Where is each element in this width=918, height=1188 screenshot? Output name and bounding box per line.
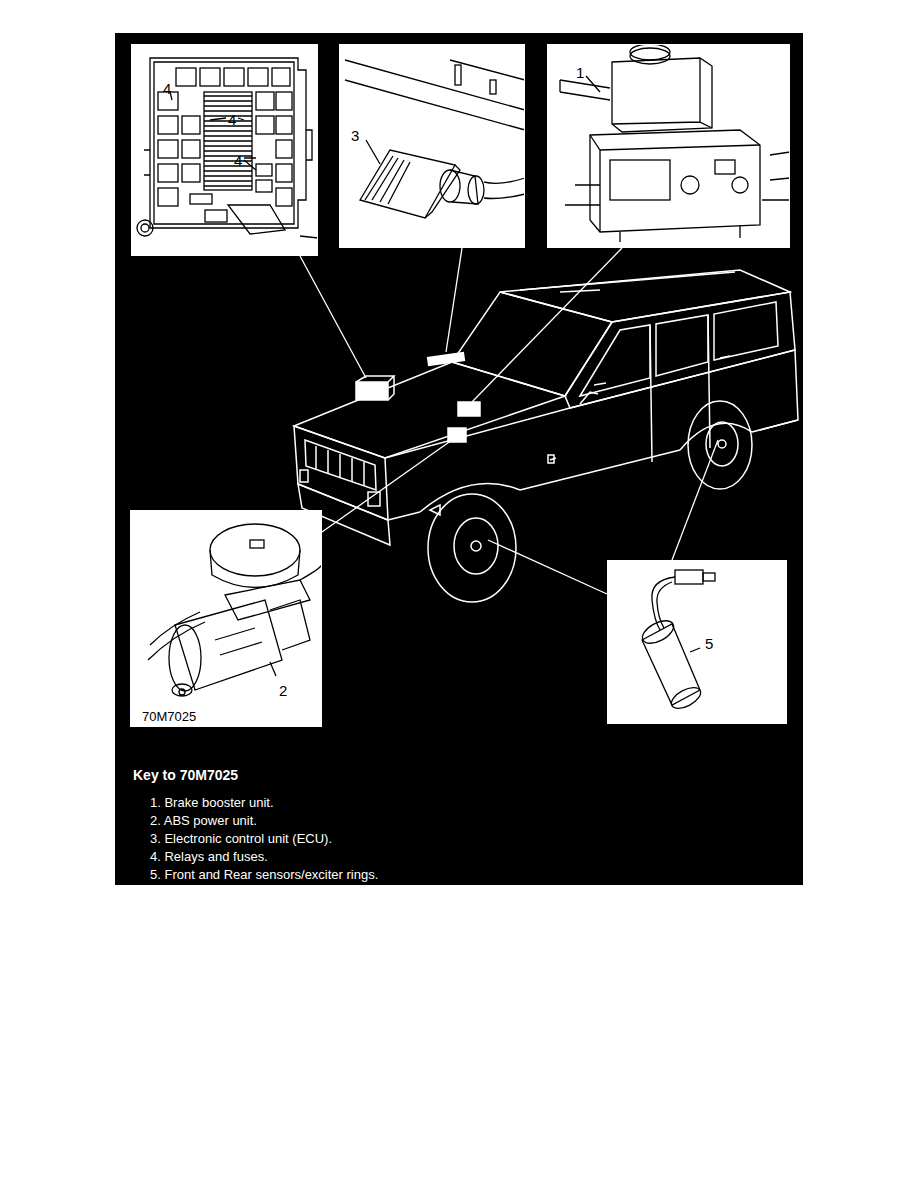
leader-lines [300, 248, 718, 594]
vehicle-drawing [294, 270, 798, 602]
callout-number: 4 [163, 80, 171, 97]
black-panel [115, 33, 803, 885]
figure-reference: 70M7025 [142, 709, 196, 724]
inset-panel: 4 4 4 [131, 44, 318, 256]
inset-panel: 1 [547, 44, 790, 248]
callout-number: 2 [279, 682, 287, 699]
key-item: 1. Brake booster unit. [150, 795, 274, 811]
fuse-box-drawing [137, 58, 318, 238]
sensor-drawing [639, 570, 715, 713]
callout-number: 1 [576, 64, 584, 81]
callout-number: 3 [351, 127, 359, 144]
key-item: 5. Front and Rear sensors/exciter rings. [150, 867, 378, 883]
key-item: 4. Relays and fuses. [150, 849, 268, 865]
callout-number: 4 [234, 152, 242, 169]
key-item: 2. ABS power unit. [150, 813, 257, 829]
abs-unit-drawing [148, 524, 322, 696]
inset-panel: 3 [339, 44, 525, 248]
key-item: 3. Electronic control unit (ECU). [150, 831, 332, 847]
key-heading: Key to 70M7025 [133, 767, 238, 784]
booster-drawing [560, 44, 790, 242]
inset-panel: 5 [607, 560, 787, 724]
callout-number: 4 [228, 111, 236, 128]
inset-panel: 2 70M7025 [130, 510, 322, 727]
ecu-drawing [345, 60, 525, 218]
callout-number: 5 [705, 635, 713, 652]
